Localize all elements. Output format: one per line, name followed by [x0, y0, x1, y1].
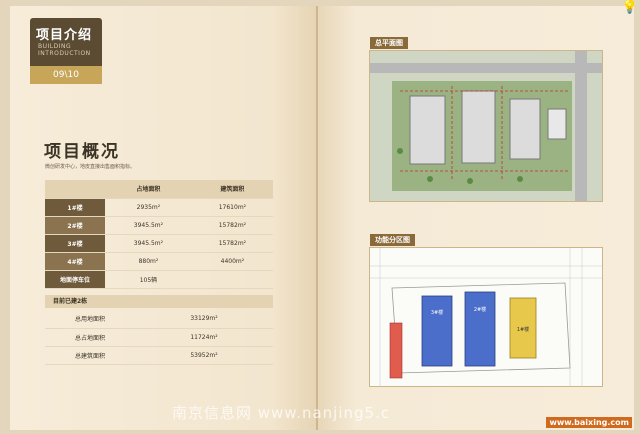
site-plan-image: [369, 50, 603, 202]
table-row: 总建筑面积 53952m²: [45, 346, 273, 365]
table-cell: 15782m²: [191, 216, 273, 235]
watermark-text: 南京信息网 www.nanjing5.c: [172, 404, 391, 422]
table-row: 2#楼 3945.5m² 15782m²: [45, 216, 273, 235]
block-label: 1#楼: [517, 326, 529, 333]
badge-subtitle: BUILDING INTRODUCTION: [38, 43, 91, 57]
zoning-plan-image: 3#楼 2#楼 1#楼: [369, 247, 603, 387]
summary-table-header: 目前已建2栋: [45, 295, 273, 308]
row-label: 2#楼: [45, 216, 105, 235]
badge-title: 项目介绍: [36, 28, 93, 43]
table-cell: 33129m²: [135, 310, 273, 329]
table-header-cell: 建筑面积: [191, 180, 273, 199]
table-cell: 880m²: [105, 252, 192, 271]
row-label: 4#楼: [45, 252, 105, 271]
site-plan-drawing: [370, 51, 602, 201]
table-cell: 105辆: [105, 270, 192, 289]
watermark-site: www.baixing.com: [546, 417, 632, 428]
table-row: 1#楼 2935m² 17610m²: [45, 198, 273, 217]
summary-table: 总用地面积 33129m² 总占地面积 11724m² 总建筑面积 53952m…: [45, 310, 273, 365]
table-row: 3#楼 3945.5m² 15782m²: [45, 234, 273, 253]
page-title: 项目概况: [44, 142, 120, 162]
table-row: 总用地面积 33129m²: [45, 310, 273, 329]
block-label: 3#楼: [431, 309, 443, 316]
building-area-table: 占地面积 建筑面积 1#楼 2935m² 17610m² 2#楼 3945.5m…: [45, 180, 273, 289]
table-row: 总占地面积 11724m²: [45, 328, 273, 347]
table-cell: 3945.5m²: [105, 234, 192, 253]
table-cell: 11724m²: [135, 328, 273, 347]
table-cell: 2935m²: [105, 198, 192, 217]
table-row: 地面停车位 105辆: [45, 270, 273, 289]
site-plan-label: 总平面图: [370, 37, 408, 49]
page-number: 09\10: [30, 66, 102, 84]
lightbulb-icon: 💡: [621, 0, 638, 15]
section-badge: 项目介绍 BUILDING INTRODUCTION 09\10: [30, 18, 102, 84]
row-label: 地面停车位: [45, 270, 105, 289]
table-cell: 53952m²: [135, 346, 273, 365]
table-cell: 3945.5m²: [105, 216, 192, 235]
table-cell: [191, 270, 273, 289]
table-cell: 17610m²: [191, 198, 273, 217]
table-cell: 15782m²: [191, 234, 273, 253]
table-header-row: 占地面积 建筑面积: [45, 180, 273, 199]
block-label: 2#楼: [474, 306, 486, 313]
table-header-cell: 占地面积: [105, 180, 192, 199]
zoning-drawing: 3#楼 2#楼 1#楼: [370, 248, 602, 386]
section-note: 微创研发中心，地皮直接出售面积指标。: [45, 164, 136, 170]
row-label: 1#楼: [45, 198, 105, 217]
row-label: 3#楼: [45, 234, 105, 253]
row-label: 总用地面积: [45, 310, 135, 329]
table-row: 4#楼 880m² 4400m²: [45, 252, 273, 271]
zoning-plan-label: 功能分区图: [370, 234, 415, 246]
table-header-cell: [45, 180, 105, 199]
row-label: 总建筑面积: [45, 346, 135, 365]
table-cell: 4400m²: [191, 252, 273, 271]
row-label: 总占地面积: [45, 328, 135, 347]
